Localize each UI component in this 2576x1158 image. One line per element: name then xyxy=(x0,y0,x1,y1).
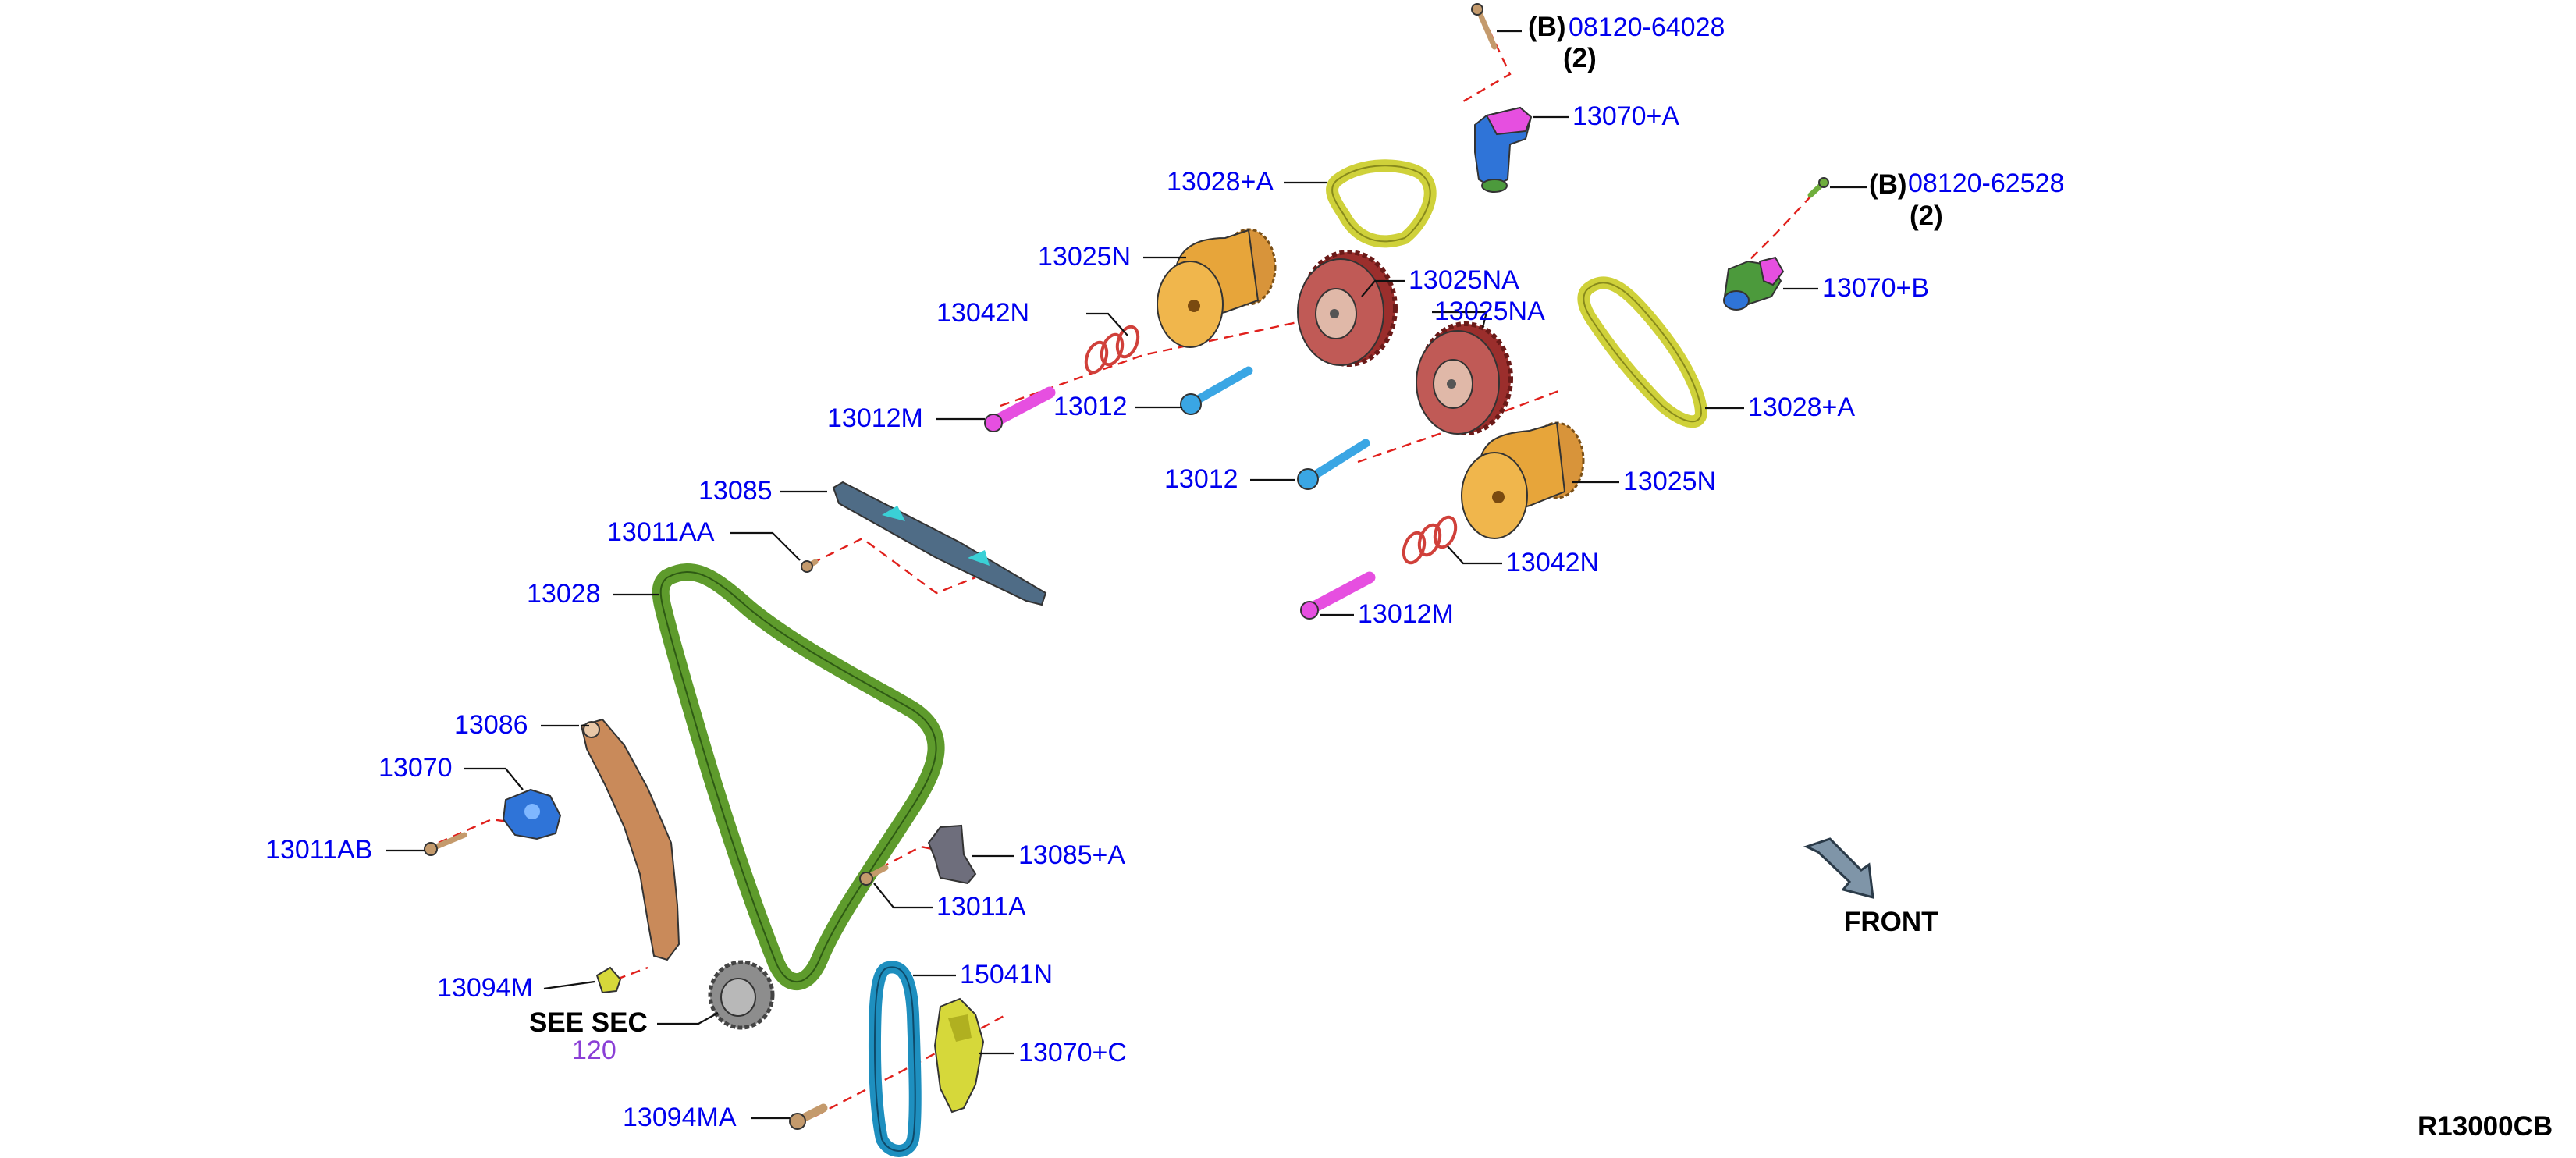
chain-13028-shape xyxy=(652,563,945,990)
crank-sprocket-shape xyxy=(708,960,775,1030)
chain-13028a-top-shape xyxy=(1326,159,1437,248)
label-13094m[interactable]: 13094M xyxy=(437,973,533,1003)
leader-lines xyxy=(386,30,1867,1120)
label-13012m-top[interactable]: 13012M xyxy=(827,403,923,433)
sprocket-13025n-bot-shape xyxy=(1461,421,1585,539)
bolt-13012-top-shape xyxy=(1180,366,1253,415)
tensioner-13070c-shape xyxy=(933,997,985,1114)
label-13094ma[interactable]: 13094MA xyxy=(623,1103,737,1132)
bolt-13011a-shape xyxy=(859,865,889,886)
tensioner-13070a-shape xyxy=(1474,106,1533,193)
tensioner-arm-13086-shape xyxy=(580,718,680,961)
plug-13094m-shape xyxy=(595,966,622,994)
label-13012-top[interactable]: 13012 xyxy=(1053,392,1128,421)
sprocket-13025na-1-shape xyxy=(1297,250,1398,367)
label-08120-64028[interactable]: 08120-64028 xyxy=(1569,12,1725,42)
label-64028-qty: (2) xyxy=(1563,43,1597,73)
chain-15041n-shape xyxy=(868,961,922,1157)
label-13070[interactable]: 13070 xyxy=(378,753,453,783)
label-13012m-bot[interactable]: 13012M xyxy=(1358,599,1454,629)
tensioner-13070-shape xyxy=(502,788,562,840)
label-13028a-top[interactable]: 13028+A xyxy=(1167,167,1274,197)
bolt-13012m-bot-shape xyxy=(1300,571,1376,620)
label-13025na-2[interactable]: 13025NA xyxy=(1434,297,1545,326)
label-see-sec-120[interactable]: 120 xyxy=(572,1035,616,1065)
label-13070a[interactable]: 13070+A xyxy=(1572,101,1679,131)
sprocket-13025na-2-shape xyxy=(1416,321,1513,435)
bolt-08120-64028-shape xyxy=(1471,3,1498,50)
bolt-13012-mid-shape xyxy=(1297,439,1370,490)
label-13025na-1[interactable]: 13025NA xyxy=(1409,265,1519,295)
label-08120-62528[interactable]: 08120-62528 xyxy=(1908,169,2064,198)
label-13011a[interactable]: 13011A xyxy=(936,892,1026,922)
label-64028-b: (B) xyxy=(1528,12,1566,42)
label-62528-b: (B) xyxy=(1869,169,1907,200)
front-arrow-icon xyxy=(1803,837,1874,900)
label-front: FRONT xyxy=(1844,907,1938,937)
bolt-13011aa-shape xyxy=(801,559,819,573)
bolt-13012m-top-shape xyxy=(984,386,1056,432)
center-lines xyxy=(438,29,1823,1117)
orings-13042n-top-shape xyxy=(1084,325,1140,375)
label-see-sec: SEE SEC xyxy=(529,1007,648,1038)
label-13028[interactable]: 13028 xyxy=(527,579,601,609)
bolt-13011ab-shape xyxy=(424,832,467,856)
label-13012-mid[interactable]: 13012 xyxy=(1164,464,1238,494)
label-13042n-top[interactable]: 13042N xyxy=(936,298,1029,328)
label-13011aa[interactable]: 13011AA xyxy=(607,517,715,547)
label-15041n[interactable]: 15041N xyxy=(960,960,1053,989)
tensioner-13070b-shape xyxy=(1723,256,1785,311)
label-62528-qty: (2) xyxy=(1910,201,1943,231)
label-13070c[interactable]: 13070+C xyxy=(1018,1038,1127,1067)
label-13042n-bot[interactable]: 13042N xyxy=(1506,548,1599,577)
label-13086[interactable]: 13086 xyxy=(454,710,528,740)
chain-13028a-right-shape xyxy=(1577,276,1708,428)
label-13028a-right[interactable]: 13028+A xyxy=(1748,393,1855,422)
label-13025n-top[interactable]: 13025N xyxy=(1038,242,1131,272)
bolt-08120-62528-shape xyxy=(1807,177,1829,198)
part-labels: (B) 08120-64028 (2) 13070+A 13028+A (B) … xyxy=(265,12,2553,1142)
plug-13094ma-shape xyxy=(789,1103,828,1130)
label-13085[interactable]: 13085 xyxy=(698,476,773,506)
guide-13085-shape xyxy=(832,481,1047,606)
bracket-13085a-shape xyxy=(927,824,977,885)
label-13025n-bot[interactable]: 13025N xyxy=(1623,467,1716,496)
label-13011ab[interactable]: 13011AB xyxy=(265,835,372,865)
diagram-code: R13000CB xyxy=(2418,1111,2553,1142)
label-13070b[interactable]: 13070+B xyxy=(1822,273,1929,303)
orings-13042n-bot-shape xyxy=(1402,515,1458,565)
label-13085a[interactable]: 13085+A xyxy=(1018,840,1125,870)
sprocket-13025n-top-shape xyxy=(1157,228,1277,348)
